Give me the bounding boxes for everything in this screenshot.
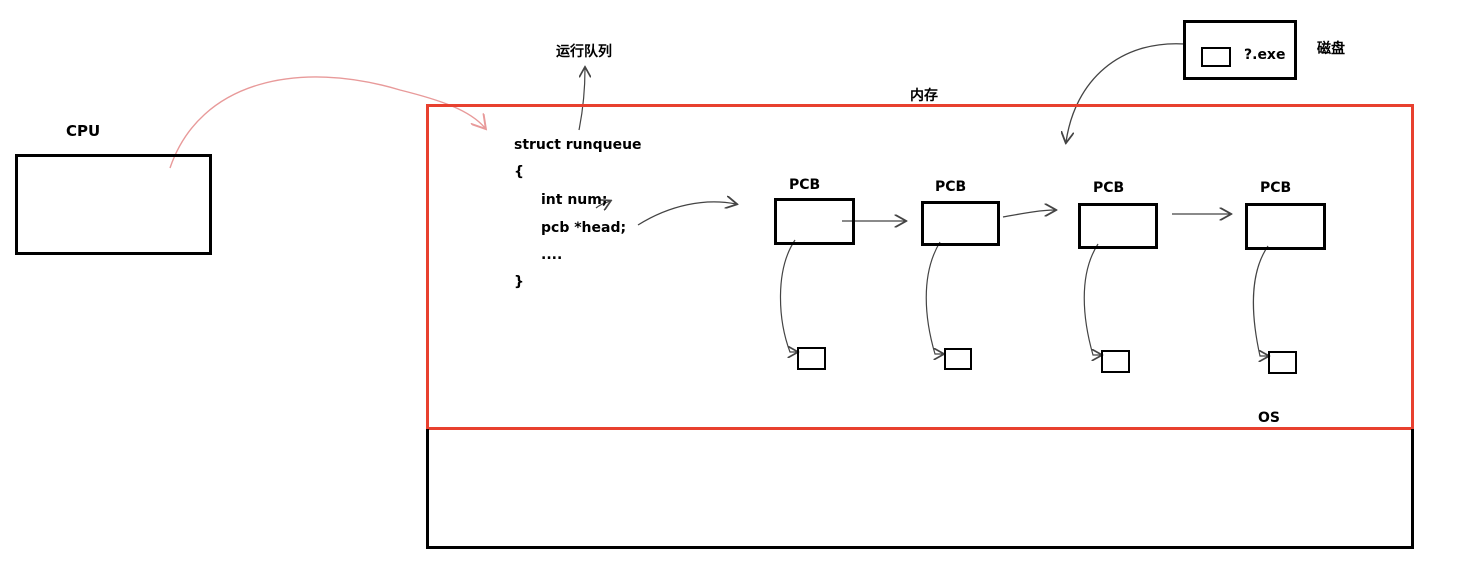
disk-box <box>1183 20 1297 80</box>
disk-to-memory-arrow <box>1066 43 1186 142</box>
pcb1-down-arrow <box>779 239 797 352</box>
os-label: OS <box>1258 410 1280 426</box>
head-to-pcb-arrow <box>637 202 736 226</box>
pcb-link-2 <box>1002 210 1055 218</box>
pcb-data-square-3 <box>1101 350 1130 373</box>
disk-file-label: ?.exe <box>1244 47 1286 63</box>
pcb-box-2 <box>921 201 1000 246</box>
pcb-box-1 <box>774 198 855 245</box>
code-line-ellipsis: .... <box>541 247 563 263</box>
pcb-data-square-4 <box>1268 351 1297 374</box>
num-squiggle <box>595 201 610 208</box>
memory-label: 内存 <box>910 88 938 104</box>
code-line-head: pcb *head; <box>541 220 627 236</box>
cpu-label: CPU <box>66 122 101 140</box>
pcb-label-1: PCB <box>789 177 821 193</box>
code-line-close-brace: } <box>514 274 524 290</box>
disk-file-icon <box>1201 47 1231 67</box>
disk-label: 磁盘 <box>1317 41 1345 57</box>
pcb-data-square-1 <box>797 347 826 370</box>
code-line-num: int num; <box>541 192 608 208</box>
pcb4-down-arrow <box>1252 245 1268 356</box>
pcb3-down-arrow <box>1083 243 1101 355</box>
pcb-box-4 <box>1245 203 1326 250</box>
pcb-label-3: PCB <box>1093 180 1125 196</box>
runqueue-label: 运行队列 <box>556 44 612 60</box>
pcb-data-square-2 <box>944 348 972 370</box>
cpu-box <box>15 154 212 255</box>
pcb-box-3 <box>1078 203 1158 249</box>
cpu-to-runqueue-arrow <box>169 76 485 169</box>
code-line-struct: struct runqueue <box>514 137 642 153</box>
memory-region <box>426 104 1414 430</box>
runqueue-label-arrow <box>578 68 585 131</box>
code-line-open-brace: { <box>514 164 524 180</box>
pcb-label-4: PCB <box>1260 180 1292 196</box>
pcb-label-2: PCB <box>935 179 967 195</box>
lower-region <box>426 429 1414 549</box>
pcb2-down-arrow <box>925 241 943 354</box>
